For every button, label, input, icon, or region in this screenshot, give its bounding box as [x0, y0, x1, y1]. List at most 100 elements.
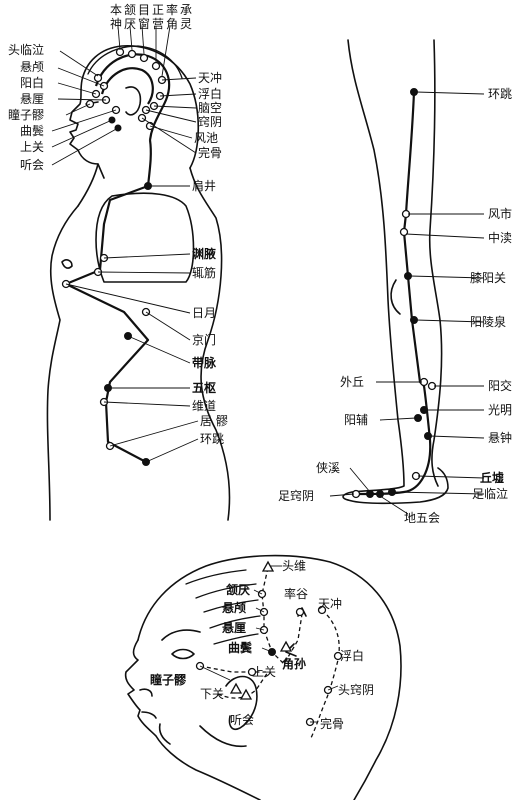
label-yangbai: 阳白: [20, 75, 44, 90]
leg-panel: 环跳 风市 中渎 膝阳关 阳陵泉 外丘 阳交 光明 阳辅 悬钟 侠溪 丘墟 足窍…: [278, 39, 512, 525]
label-head-shuaigu: 率谷: [284, 586, 308, 601]
head-face-profile: [124, 639, 261, 800]
torso-panel: 本 神 颔 厌 目 窗 正 营 率 角 承 灵 头临泣 悬颅 阳白 悬厘 瞳子髎…: [8, 2, 231, 521]
leg-leaders: [329, 91, 485, 515]
label-head-wangu: 完骨: [320, 716, 344, 731]
label-head-tianchong: 天冲: [318, 596, 342, 611]
label-shangguan: 上关: [20, 140, 44, 154]
torso-meridian-head-arc-outer: [94, 53, 171, 141]
label-muchuang-1: 目: [138, 3, 150, 17]
label-zhengying-2: 营: [152, 17, 164, 31]
label-zhengying-1: 正: [152, 3, 164, 17]
label-zuqiaoyin: 足窍阴: [278, 488, 314, 503]
label-yuanye: 渊腋: [192, 246, 216, 261]
head-meridian-back: [309, 609, 340, 741]
label-zhongdu: 中渎: [488, 230, 512, 245]
label-fengshi: 风市: [488, 206, 512, 221]
label-head-tongziliao: 瞳子髎: [150, 672, 187, 687]
label-jingmen: 京门: [192, 332, 216, 347]
label-chengling-1: 承: [180, 3, 192, 17]
label-hanyan-2: 厌: [124, 17, 136, 31]
label-chengling-2: 灵: [180, 17, 192, 31]
head-point-shangguan: [247, 667, 257, 677]
label-qiuxu: 丘墟: [480, 470, 504, 485]
label-xuanlu: 悬颅: [20, 60, 44, 74]
label-toulinqi: 头临泣: [8, 42, 44, 57]
label-tinghui: 听会: [20, 158, 44, 172]
label-qubin: 曲鬓: [20, 123, 44, 138]
label-jianjing: 肩井: [192, 178, 216, 193]
torso-point-toulinqi: [93, 73, 103, 83]
head-point-shuaigu: [295, 607, 305, 617]
label-head-tinghui: 听会: [230, 713, 254, 727]
head-point-xiaguan: [229, 682, 243, 694]
label-head-xuanli: 悬厘: [221, 620, 246, 635]
torso-meridian-head-arc-inner: [100, 67, 154, 105]
torso-head-outline: [69, 45, 200, 179]
leg-knee-mark: [390, 279, 401, 315]
torso-arm-outline: [95, 192, 195, 283]
leg-meridian: [352, 91, 432, 496]
torso-neck-front: [77, 163, 99, 207]
leg-foot-outline: [347, 467, 449, 505]
label-yangjiao: 阳交: [488, 378, 512, 393]
head-jaw: [199, 725, 247, 748]
head-point-tinghui: [239, 688, 253, 700]
label-wangu: 完骨: [198, 145, 222, 160]
head-point-fubai: [333, 651, 343, 661]
label-head-xuanlu: 悬颅: [221, 600, 246, 615]
torso-hair: [87, 45, 183, 79]
label-head-xiaguan: 下关: [200, 687, 224, 701]
label-zhejin: 辄筋: [192, 265, 216, 280]
head-eye: [171, 648, 195, 660]
label-xuanzhong: 悬钟: [488, 430, 512, 445]
head-cheek: [158, 723, 171, 745]
head-meridian-face: [199, 665, 266, 673]
leg-point-zhongdu: [399, 227, 409, 237]
label-daimai: 带脉: [192, 355, 217, 370]
label-waiqiu: 外丘: [340, 375, 364, 389]
label-tongziliao: 瞳子髎: [8, 107, 44, 122]
label-huantiao: 环跳: [200, 432, 224, 446]
head-arrow-2: [285, 643, 297, 657]
label-tianchong: 天冲: [198, 70, 222, 85]
label-wushu: 五枢: [192, 380, 216, 395]
torso-back-outline: [189, 167, 231, 521]
torso-nipple: [61, 259, 73, 269]
label-benshen: 本: [110, 3, 122, 17]
torso-point-muchuang: [127, 49, 137, 59]
label-hanyan-1: 颔: [124, 3, 136, 17]
torso-point-zhengying: [139, 53, 149, 63]
label-shuaigu-2: 角: [166, 17, 178, 31]
head-skull-outline: [137, 554, 402, 800]
torso-meridian-neck: [146, 139, 152, 187]
label-head-fubai: 浮白: [340, 648, 364, 663]
label-diwuhui: 地五会: [404, 511, 440, 525]
label-shuaigu-1: 率: [166, 2, 178, 17]
label-fubai: 浮白: [198, 86, 222, 101]
head-point-jiaosun: [279, 640, 293, 652]
head-leaders: [199, 565, 339, 723]
label-head-touqiaoyin: 头窍阴: [338, 682, 374, 697]
head-panel: 头维 颔厌 率谷 天冲 悬颅 悬厘 曲鬓 浮白 瞳子髎 上关 角孙 头窍阴 下关…: [124, 554, 402, 800]
torso-point-chengling: [151, 61, 161, 71]
label-xiyangguan: 膝阳关: [470, 271, 506, 285]
head-ear: [225, 675, 258, 731]
label-xuanli: 悬厘: [20, 92, 44, 106]
head-brow: [161, 629, 201, 641]
head-meridian-ear: [217, 671, 269, 699]
leg-front-outline: [342, 39, 405, 501]
leg-point-diwuhui: [376, 490, 384, 498]
label-head-hanyan: 颔厌: [226, 582, 250, 597]
label-head-qubin: 曲鬓: [228, 640, 252, 655]
label-head-shangguan: 上关: [252, 665, 276, 679]
label-xiaxi: 侠溪: [316, 461, 340, 475]
torso-leaders: [51, 25, 199, 463]
label-naokong: 脑空: [198, 101, 222, 115]
head-point-tianchong: [317, 605, 327, 615]
label-head-jiaosun: 角孙: [282, 656, 306, 671]
label-muchuang-2: 窗: [138, 17, 150, 31]
torso-ear: [125, 86, 142, 116]
